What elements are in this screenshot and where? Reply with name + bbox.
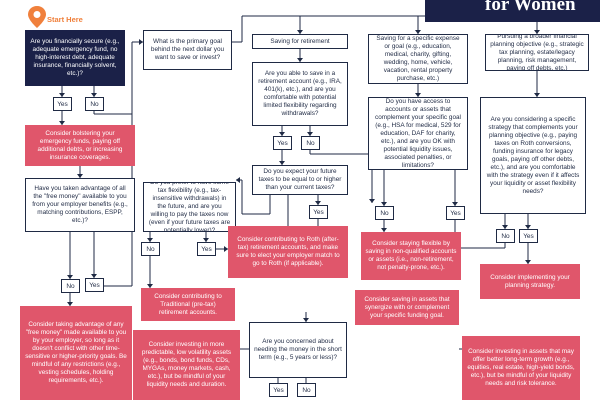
higher-growth-advice: Consider investing in assets that may of… xyxy=(462,336,580,400)
saving-retirement-branch: Saving for retirement xyxy=(252,34,348,49)
answer-yes: Yes xyxy=(269,383,288,397)
specific-goal-branch: Saving for a specific expense or goal (e… xyxy=(368,34,468,84)
access-accounts-question: Do you have access to accounts or assets… xyxy=(368,97,468,170)
location-pin-icon xyxy=(28,6,46,28)
specific-strategy-question: Are you considering a specific strategy … xyxy=(480,97,586,214)
free-money-advice: Consider taking advantage of any "free m… xyxy=(20,306,132,400)
answer-no: No xyxy=(301,136,320,150)
short-term-question: Are you concerned about needing the mone… xyxy=(249,322,347,378)
answer-no: No xyxy=(61,279,80,293)
answer-no: No xyxy=(375,206,394,220)
answer-yes: Yes xyxy=(197,242,216,256)
answer-no: No xyxy=(85,97,104,111)
answer-no: No xyxy=(496,229,515,243)
financially-secure-question: Are you financially secure (e.g., adequa… xyxy=(25,30,125,86)
traditional-advice: Consider contributing to Traditional (pr… xyxy=(141,288,235,321)
synergize-assets-advice: Consider saving in assets that synergize… xyxy=(355,290,459,325)
answer-yes: Yes xyxy=(309,205,328,219)
future-taxes-question: Do you expect your future taxes to be eq… xyxy=(252,165,348,195)
start-here-label: Start Here xyxy=(47,15,83,24)
answer-no: No xyxy=(141,242,160,256)
free-money-question: Have you taken advantage of all the "fre… xyxy=(25,178,135,232)
answer-yes: Yes xyxy=(85,278,104,292)
predictable-assets-advice: Consider investing in more predictable, … xyxy=(133,330,240,400)
stay-flexible-advice: Consider staying flexible by saving in n… xyxy=(361,232,461,280)
primary-goal-question: What is the primary goal behind the next… xyxy=(143,30,232,70)
answer-no: No xyxy=(297,383,316,397)
implement-strategy-advice: Consider implementing your planning stra… xyxy=(480,264,580,299)
answer-yes: Yes xyxy=(446,206,465,220)
answer-yes: Yes xyxy=(519,229,538,243)
tax-flexibility-question: Do you prefer to have some tax flexibili… xyxy=(143,182,236,232)
save-in-retirement-question: Are you able to save in a retirement acc… xyxy=(252,62,348,126)
broader-objective-branch: Pursuing a broader financial planning ob… xyxy=(485,34,589,71)
bolster-emergency-advice: Consider bolstering your emergency funds… xyxy=(25,125,135,166)
roth-advice: Consider contributing to Roth (after-tax… xyxy=(228,226,348,278)
answer-yes: Yes xyxy=(273,136,292,150)
header-title: for Women xyxy=(485,0,576,15)
answer-yes: Yes xyxy=(53,97,72,111)
header-banner: for Women xyxy=(425,0,600,22)
